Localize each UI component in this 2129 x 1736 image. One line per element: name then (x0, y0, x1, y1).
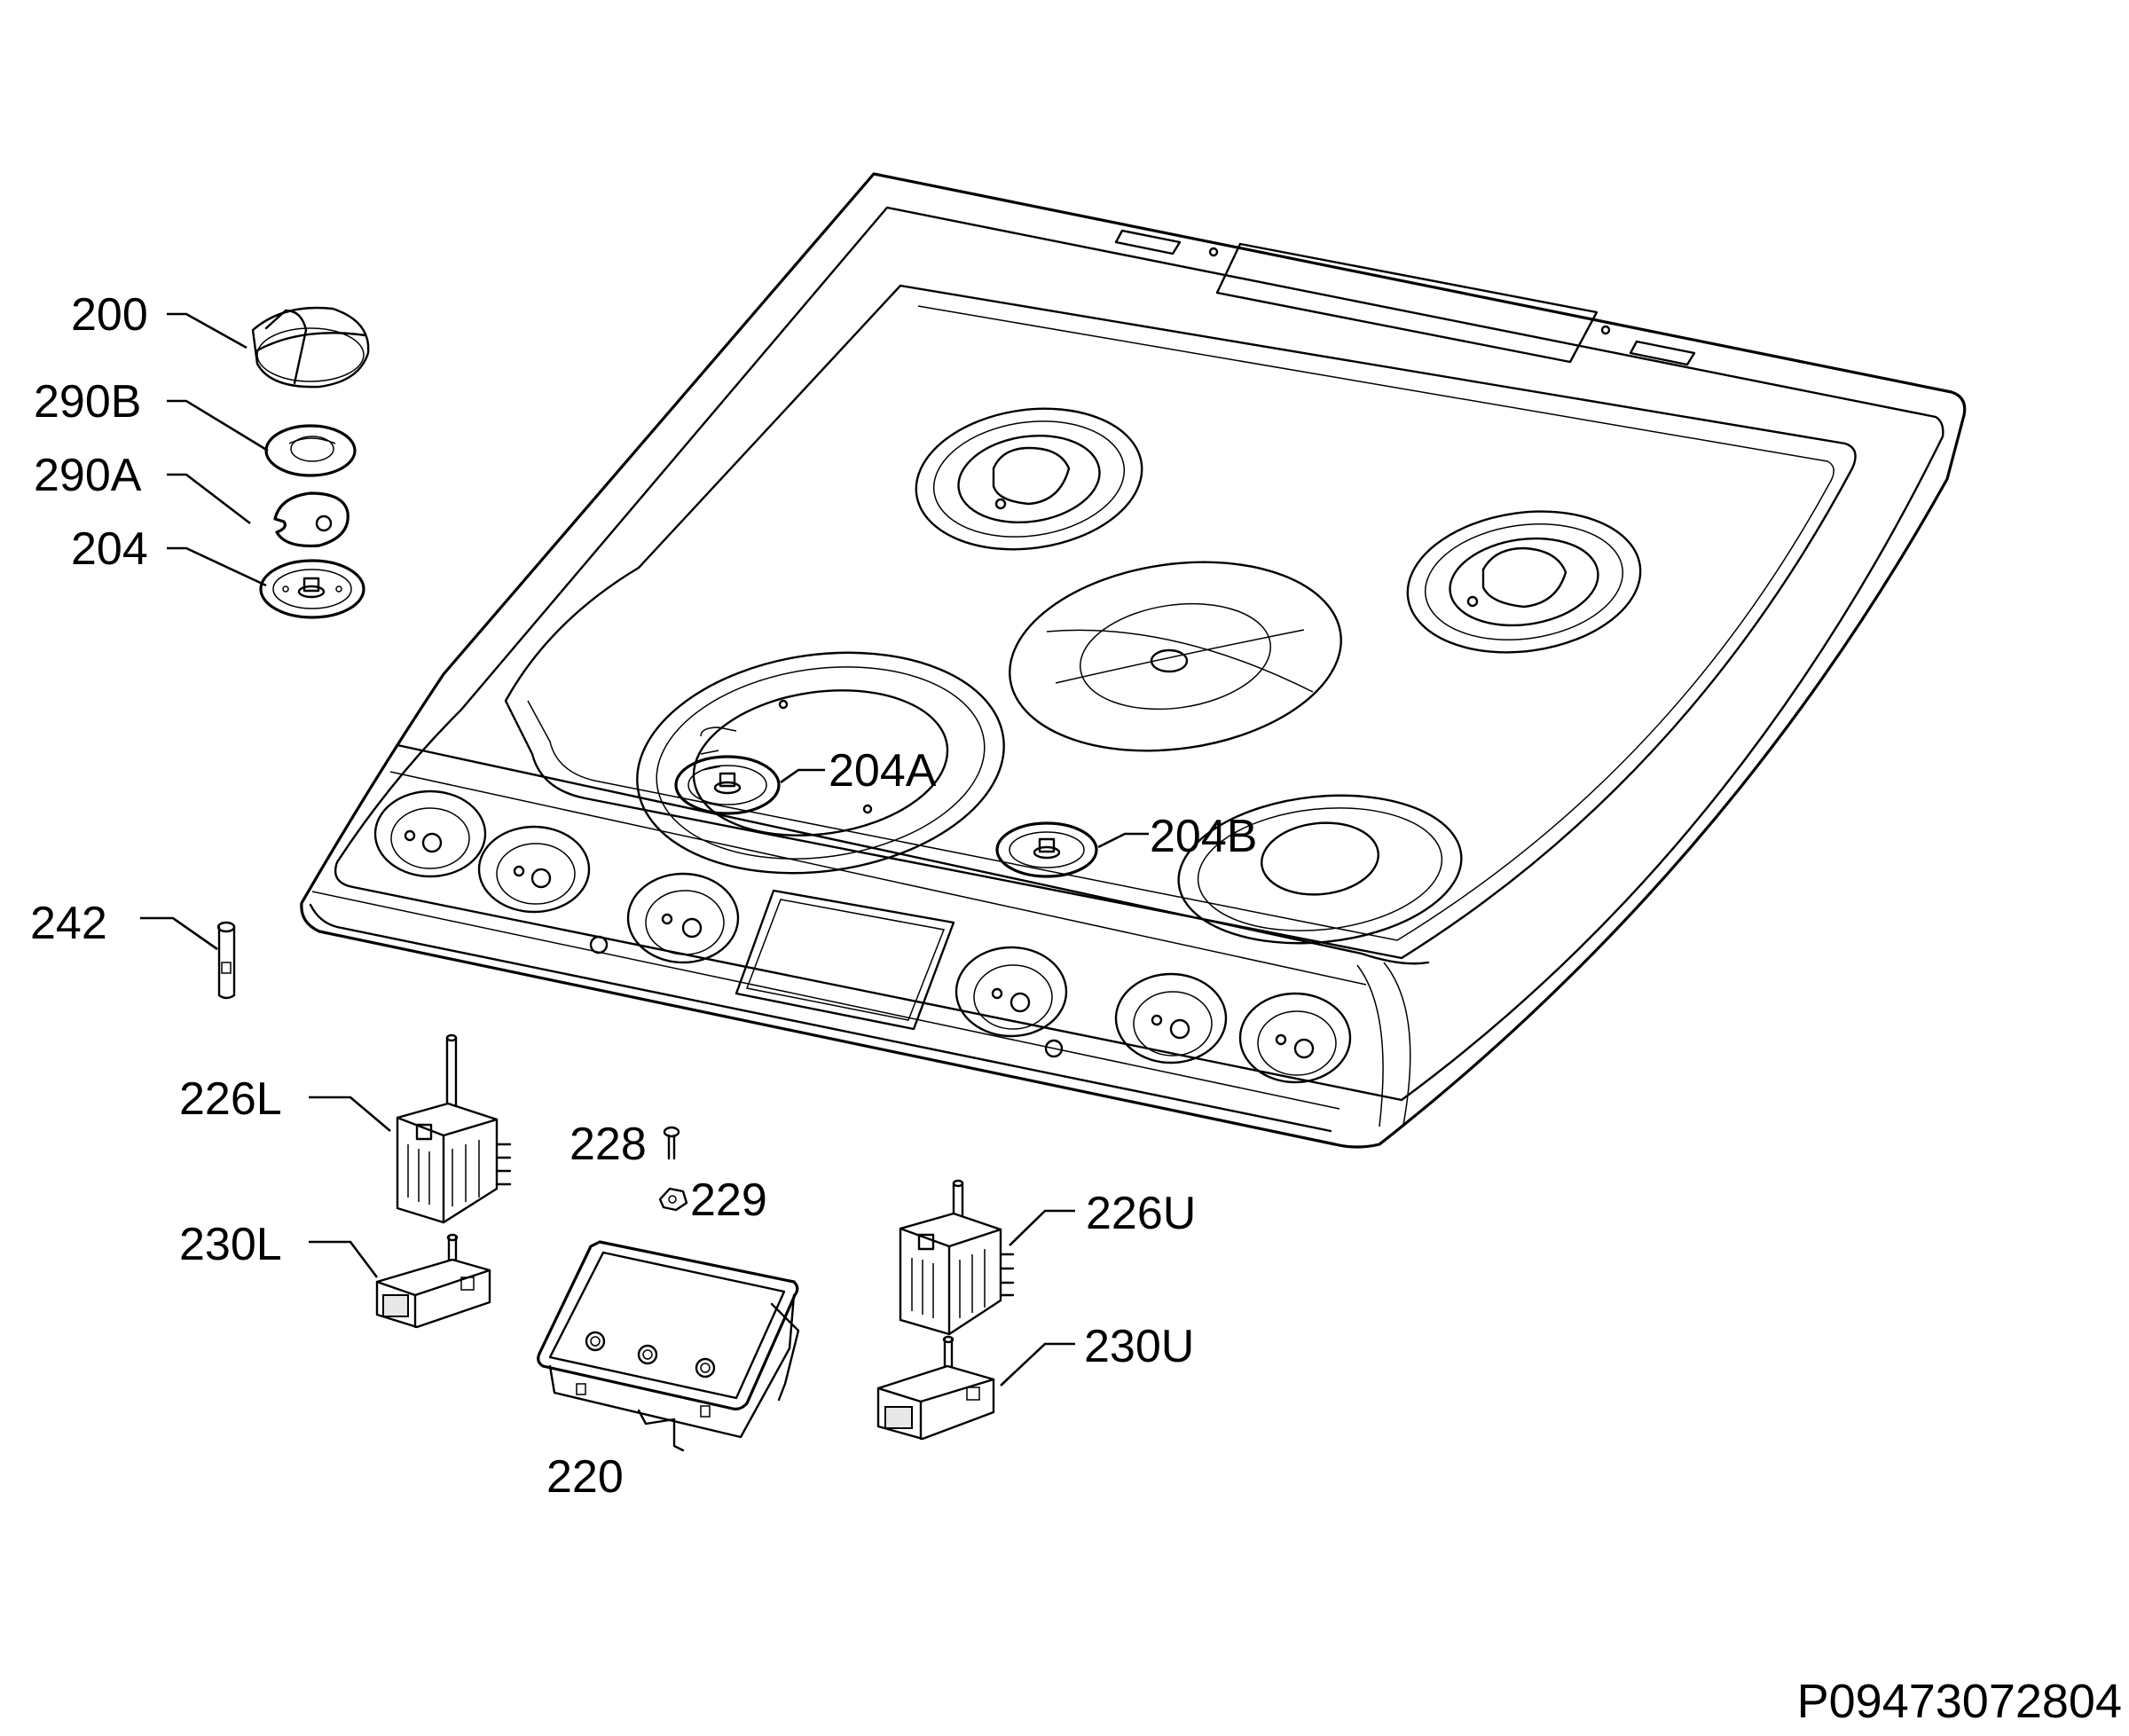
part-204A-bezel (674, 755, 781, 815)
label-290A: 290A (34, 450, 142, 501)
label-242: 242 (30, 898, 107, 949)
part-228-screw (663, 1126, 680, 1160)
part-230U-thermostat (876, 1335, 995, 1441)
label-200: 200 (71, 289, 148, 341)
display-window (735, 889, 955, 1031)
part-200-control-knob (251, 306, 370, 389)
label-204B: 204B (1150, 811, 1257, 862)
label-226L: 226L (179, 1073, 282, 1125)
label-220: 220 (546, 1451, 624, 1503)
hotplate-front-right (1177, 794, 1463, 945)
hotplate-front-left (636, 651, 1005, 875)
part-229-nut (658, 1187, 688, 1212)
part-labels: 200 290B 290A 204 204A 204B 242 226L 228… (30, 289, 2122, 1728)
label-290B: 290B (34, 376, 141, 428)
label-230U: 230U (1084, 1321, 1194, 1372)
part-290A-seal (273, 491, 350, 548)
part-226U-switch (899, 1179, 1015, 1336)
hob-top-panel (300, 172, 1967, 1149)
leader-lines (140, 312, 1149, 1386)
label-229: 229 (690, 1174, 767, 1226)
label-204: 204 (71, 523, 148, 575)
part-204-bezel (259, 559, 365, 619)
label-228: 228 (570, 1119, 647, 1170)
hotplate-center (1009, 561, 1342, 752)
part-242-spacer-pin (216, 921, 236, 1000)
knob-recesses (373, 789, 1352, 1084)
label-204A: 204A (829, 745, 937, 797)
hotplate-rear-left (915, 407, 1143, 551)
label-230L: 230L (179, 1219, 282, 1270)
part-230L-thermostat (375, 1233, 491, 1329)
part-220-timer-module (537, 1240, 800, 1452)
part-290B-bezel-ring (264, 424, 357, 477)
part-204B-bezel (995, 821, 1098, 878)
part-226L-switch (396, 1033, 512, 1224)
hotplate-rear-right (1406, 510, 1642, 654)
label-226U: 226U (1086, 1188, 1196, 1239)
reference-code: P09473072804 (1797, 1675, 2122, 1728)
